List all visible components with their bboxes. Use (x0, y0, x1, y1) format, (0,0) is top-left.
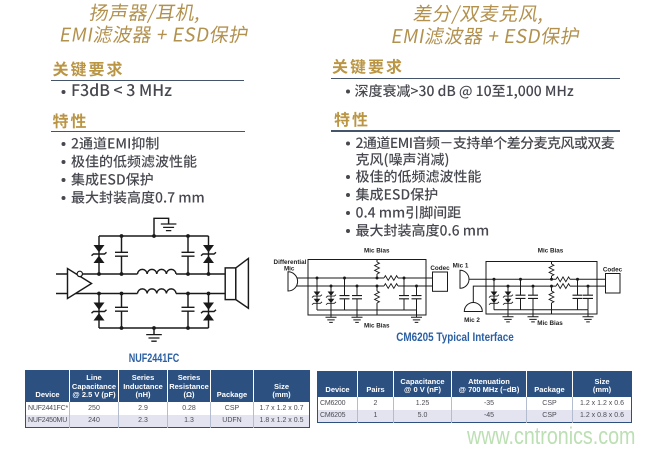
svg-text:Mic Bias: Mic Bias (364, 248, 390, 255)
svg-text:Mic Bias: Mic Bias (364, 323, 390, 330)
svg-text:Mic 1: Mic 1 (453, 263, 469, 270)
svg-text:Mic 2: Mic 2 (464, 317, 480, 324)
svg-text:Mic Bias: Mic Bias (537, 320, 563, 327)
svg-text:Codec: Codec (603, 267, 623, 274)
svg-text:Mic: Mic (284, 265, 295, 272)
svg-text:Differential: Differential (274, 259, 307, 266)
svg-text:Codec: Codec (430, 265, 450, 272)
svg-text:Mic Bias: Mic Bias (538, 248, 564, 255)
